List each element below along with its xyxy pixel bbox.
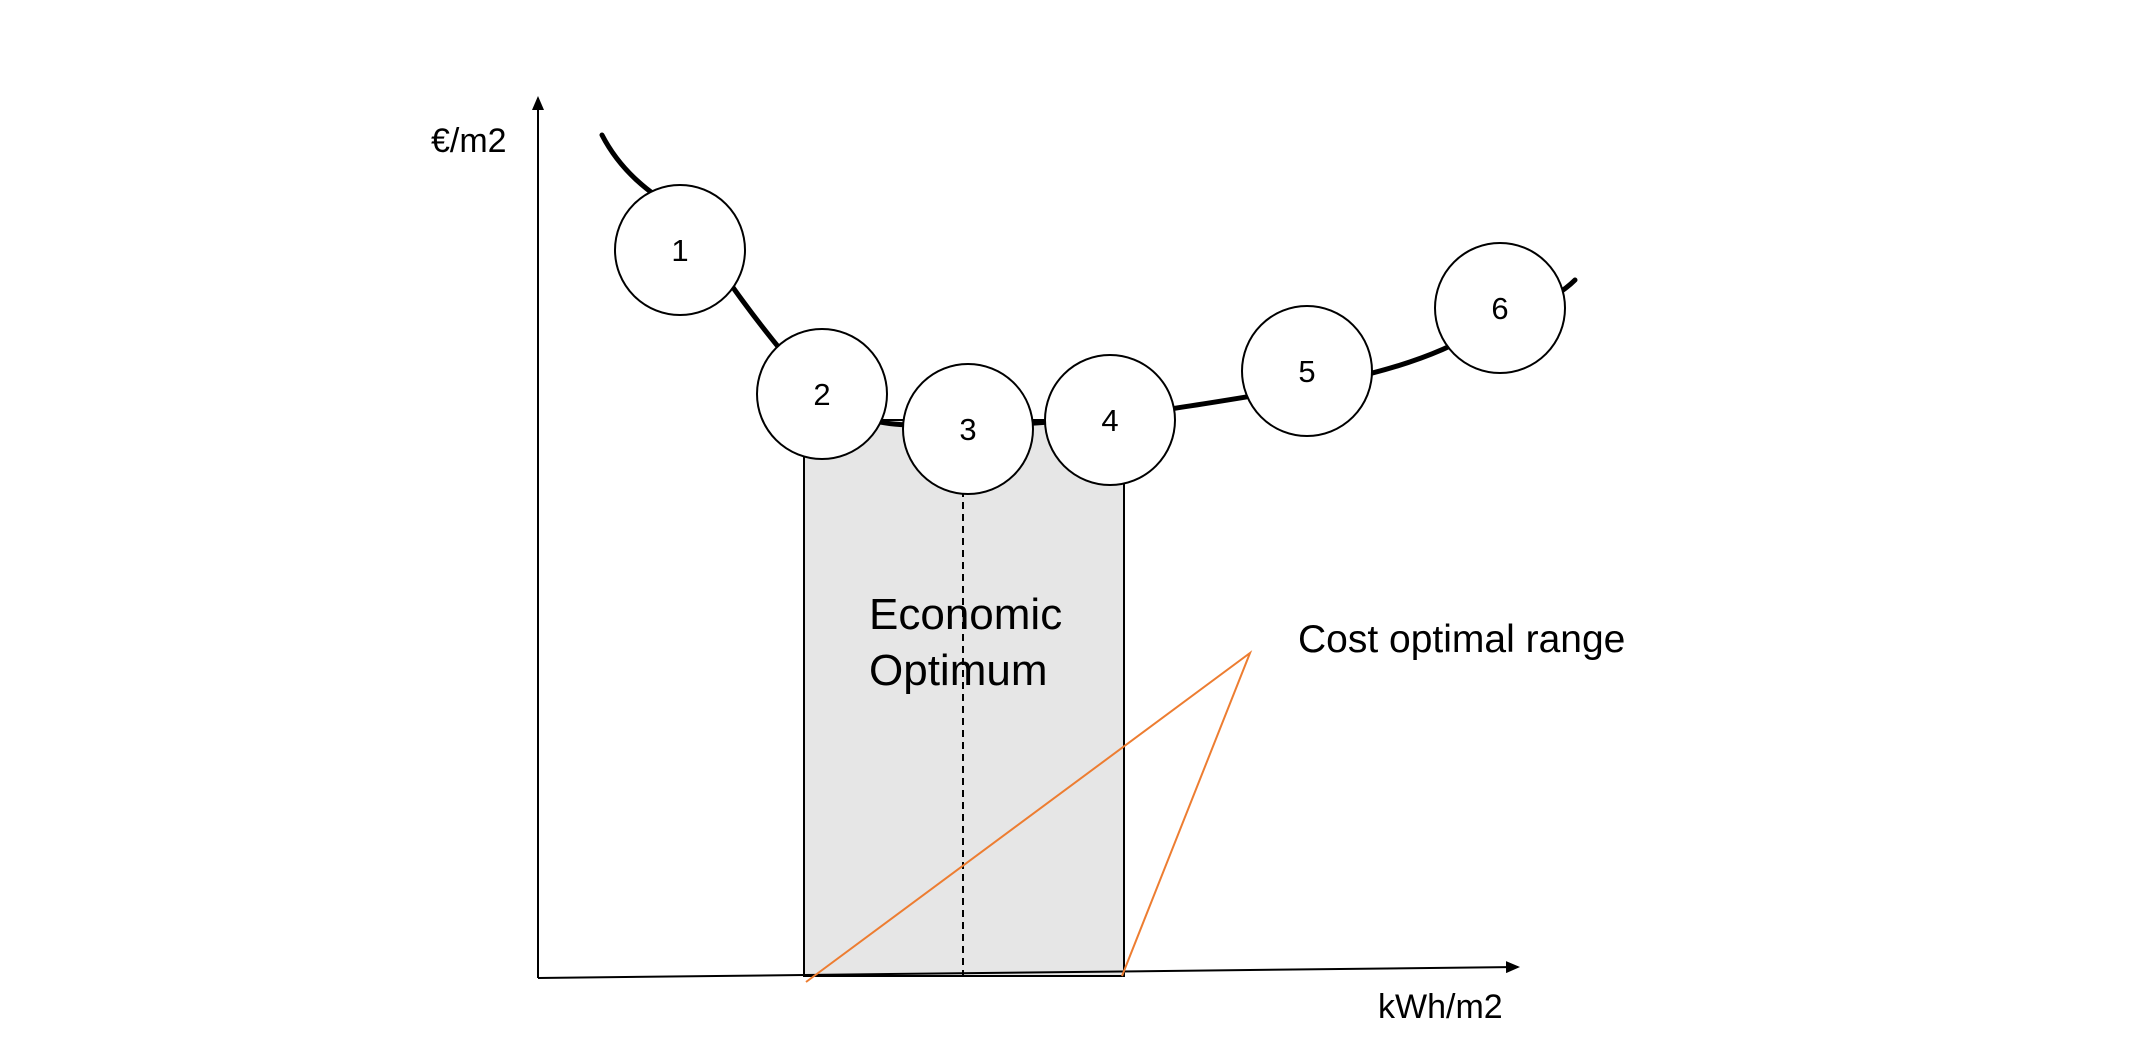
point-label: 4 — [1101, 403, 1118, 438]
point-label: 6 — [1491, 291, 1508, 326]
economic-optimum-label-line2: Optimum — [869, 646, 1047, 695]
point-label: 5 — [1298, 354, 1315, 389]
point-3: 3 — [902, 363, 1034, 495]
x-axis — [537, 961, 1520, 979]
point-label: 3 — [959, 412, 976, 447]
point-1: 1 — [614, 184, 746, 316]
economic-optimum-label-line1: Economic — [869, 590, 1062, 639]
cost-optimal-range-label: Cost optimal range — [1298, 618, 1625, 661]
point-label: 1 — [671, 233, 688, 268]
point-2: 2 — [756, 328, 888, 460]
y-axis-label: €/m2 — [431, 122, 507, 160]
x-axis-label: kWh/m2 — [1378, 988, 1503, 1026]
point-4: 4 — [1044, 354, 1176, 486]
point-6: 6 — [1434, 242, 1566, 374]
point-5: 5 — [1241, 305, 1373, 437]
cost-optimal-range-callout — [805, 650, 1253, 983]
point-label: 2 — [813, 377, 830, 412]
